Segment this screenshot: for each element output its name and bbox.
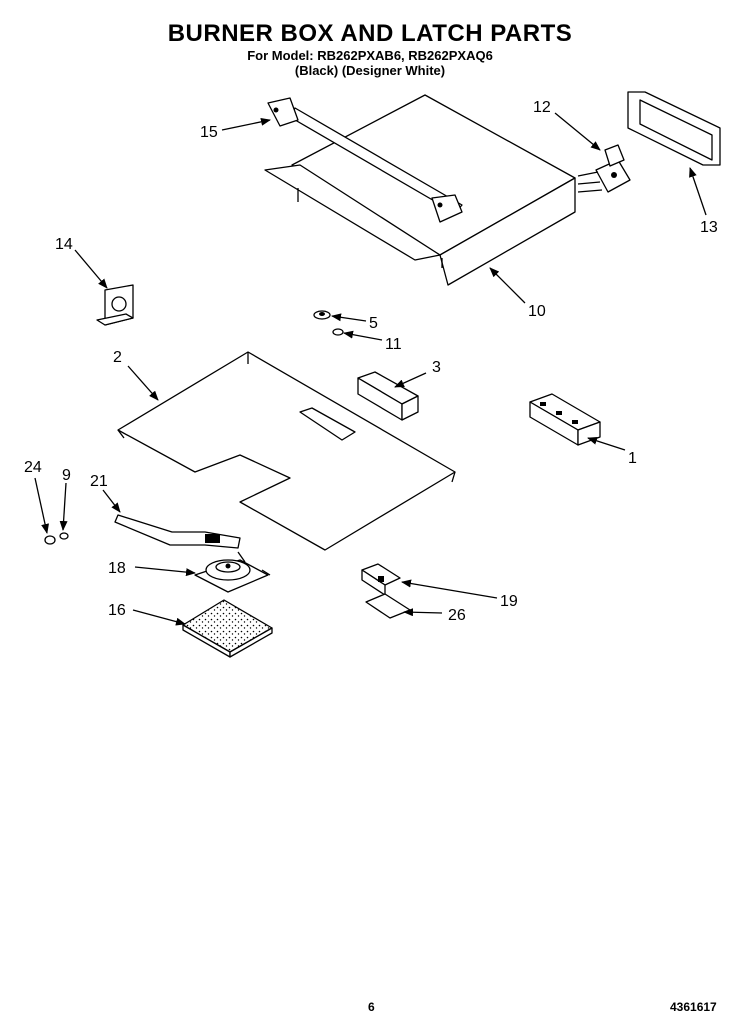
callout-11: 11 (385, 336, 402, 353)
part-24-screw (44, 535, 56, 545)
callout-26: 26 (448, 607, 466, 624)
callout-1: 1 (628, 450, 637, 467)
color-variants: (Black) (Designer White) (294, 63, 446, 78)
diagram-title: BURNER BOX AND LATCH PARTS (167, 20, 573, 47)
part-18-burner-assembly (194, 551, 271, 593)
callout-14: 14 (55, 236, 73, 253)
part-3-ignitor (357, 371, 419, 421)
part-11-nut (332, 328, 344, 336)
callout-15: 15 (200, 124, 218, 141)
part-12-latch-motor (577, 144, 631, 193)
callout-24: 24 (24, 459, 42, 476)
part-5-fastener (313, 310, 331, 320)
callout-12: 12 (533, 99, 551, 116)
part-13-trim-frame (627, 91, 721, 166)
part-2-base-panel (117, 351, 456, 551)
document-number: 4361617 (670, 1000, 717, 1014)
model-numbers: For Model: RB262PXAB6, RB262PXAQ6 (247, 48, 493, 63)
part-1-terminal-block (529, 393, 601, 446)
callout-9: 9 (62, 467, 71, 484)
part-26-bracket-plate (365, 593, 411, 619)
callout-10: 10 (528, 303, 546, 320)
part-21-burner-tube (114, 514, 241, 549)
callout-3: 3 (432, 359, 441, 376)
part-9-clip (59, 532, 69, 540)
part-14-mount-plate (96, 284, 134, 326)
part-10-burner-box (264, 94, 576, 286)
page-number: 6 (368, 1000, 375, 1014)
callout-16: 16 (108, 602, 126, 619)
part-16-filter-pad (182, 599, 273, 658)
callout-5: 5 (369, 315, 378, 332)
callout-2: 2 (113, 349, 122, 366)
part-15-bracket (267, 97, 463, 223)
callout-13: 13 (700, 219, 718, 236)
callout-19: 19 (500, 593, 518, 610)
callout-leaders (34, 112, 707, 626)
callout-21: 21 (90, 473, 108, 490)
part-19-latch-switch (361, 563, 401, 596)
callout-18: 18 (108, 560, 126, 577)
